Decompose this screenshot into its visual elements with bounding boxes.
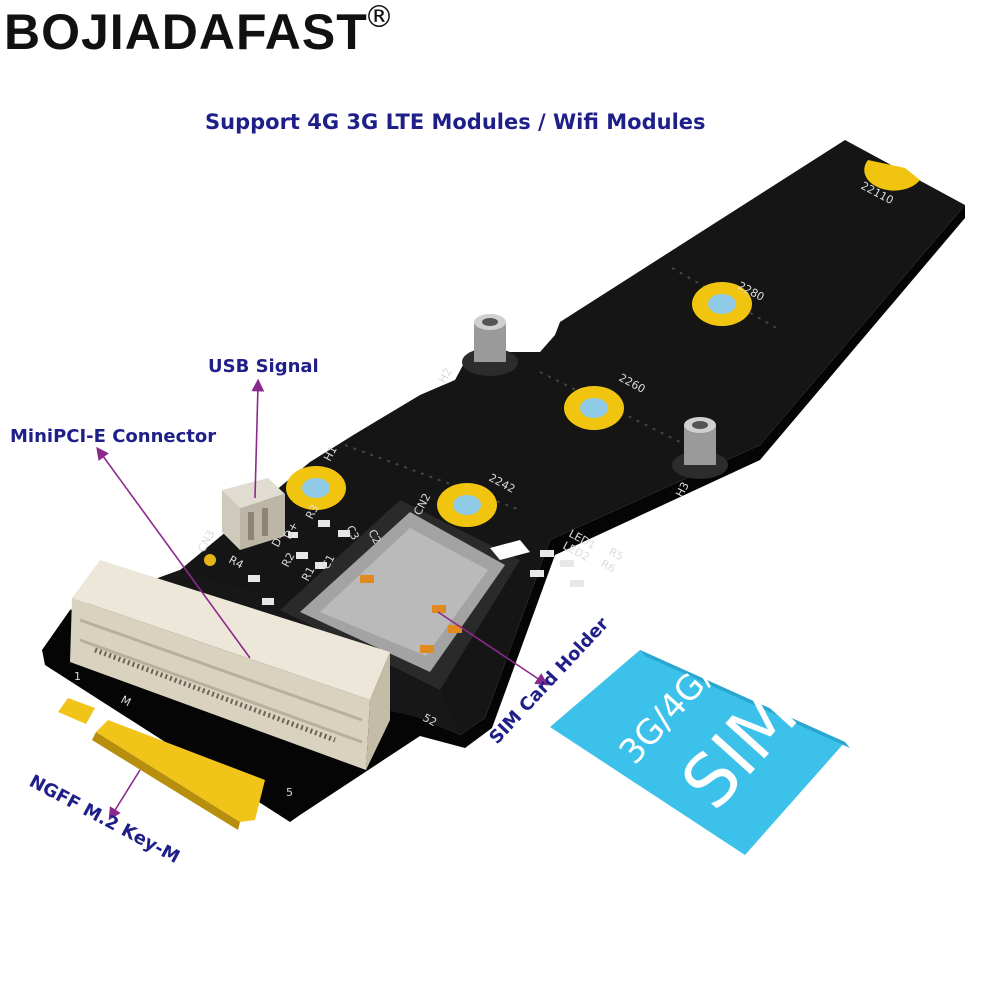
label-c2: C2 (365, 527, 383, 546)
usb-header (222, 478, 285, 550)
mounting-pads (286, 282, 752, 527)
insert-arrow-icon (490, 540, 530, 560)
label-d-minus: D- (269, 532, 286, 549)
callout-minipcie-connector: MiniPCI-E Connector (10, 426, 217, 447)
arrow-icon (251, 378, 265, 499)
mounting-hole-icon (286, 466, 346, 510)
label-h1: H1 (321, 444, 340, 464)
label-r1: R1 (299, 564, 317, 583)
test-point-icon (204, 554, 216, 566)
label-r3: R3 (303, 502, 321, 521)
label-c1: C1 (319, 552, 337, 571)
sim-card-icon: 3G/4G/5G SIM (550, 621, 850, 855)
smd-components (248, 520, 584, 605)
pin-label-5: 5 (286, 786, 293, 799)
pin-label-1: 1 (74, 670, 81, 683)
mount-22110-icon (864, 160, 920, 191)
callout-ngff-m2: NGFF M.2 Key-M (26, 771, 183, 868)
arrow-icon (108, 769, 141, 821)
mounting-hole-icon (692, 282, 752, 326)
minipcie-connector (70, 560, 390, 770)
label-c3: C3 (343, 523, 361, 542)
brand-logo: BOJIADAFAST (4, 4, 368, 60)
label-r5: R5 (607, 545, 626, 563)
callout-usb-signal: USB Signal (208, 356, 319, 377)
arrow-icon (96, 446, 251, 659)
label-h3: H3 (673, 480, 692, 500)
label-h2: H2 (436, 366, 455, 386)
arrow-icon (437, 611, 549, 686)
sim-card-holder (280, 500, 530, 690)
pin-label-52: 52 (421, 711, 439, 729)
standoff-h2 (462, 314, 518, 376)
registered-icon: ® (364, 0, 394, 35)
callout-arrows (96, 378, 549, 821)
label-r2: R2 (279, 550, 297, 569)
mounting-hole-icon (564, 386, 624, 430)
mounting-hole-icon (437, 483, 497, 527)
label-r4: R4 (227, 553, 246, 571)
ngff-gold-fingers (58, 698, 265, 830)
label-r6: R6 (599, 557, 618, 575)
headline: Support 4G 3G LTE Modules / Wifi Modules (205, 110, 706, 134)
standoff-h3 (672, 417, 728, 479)
